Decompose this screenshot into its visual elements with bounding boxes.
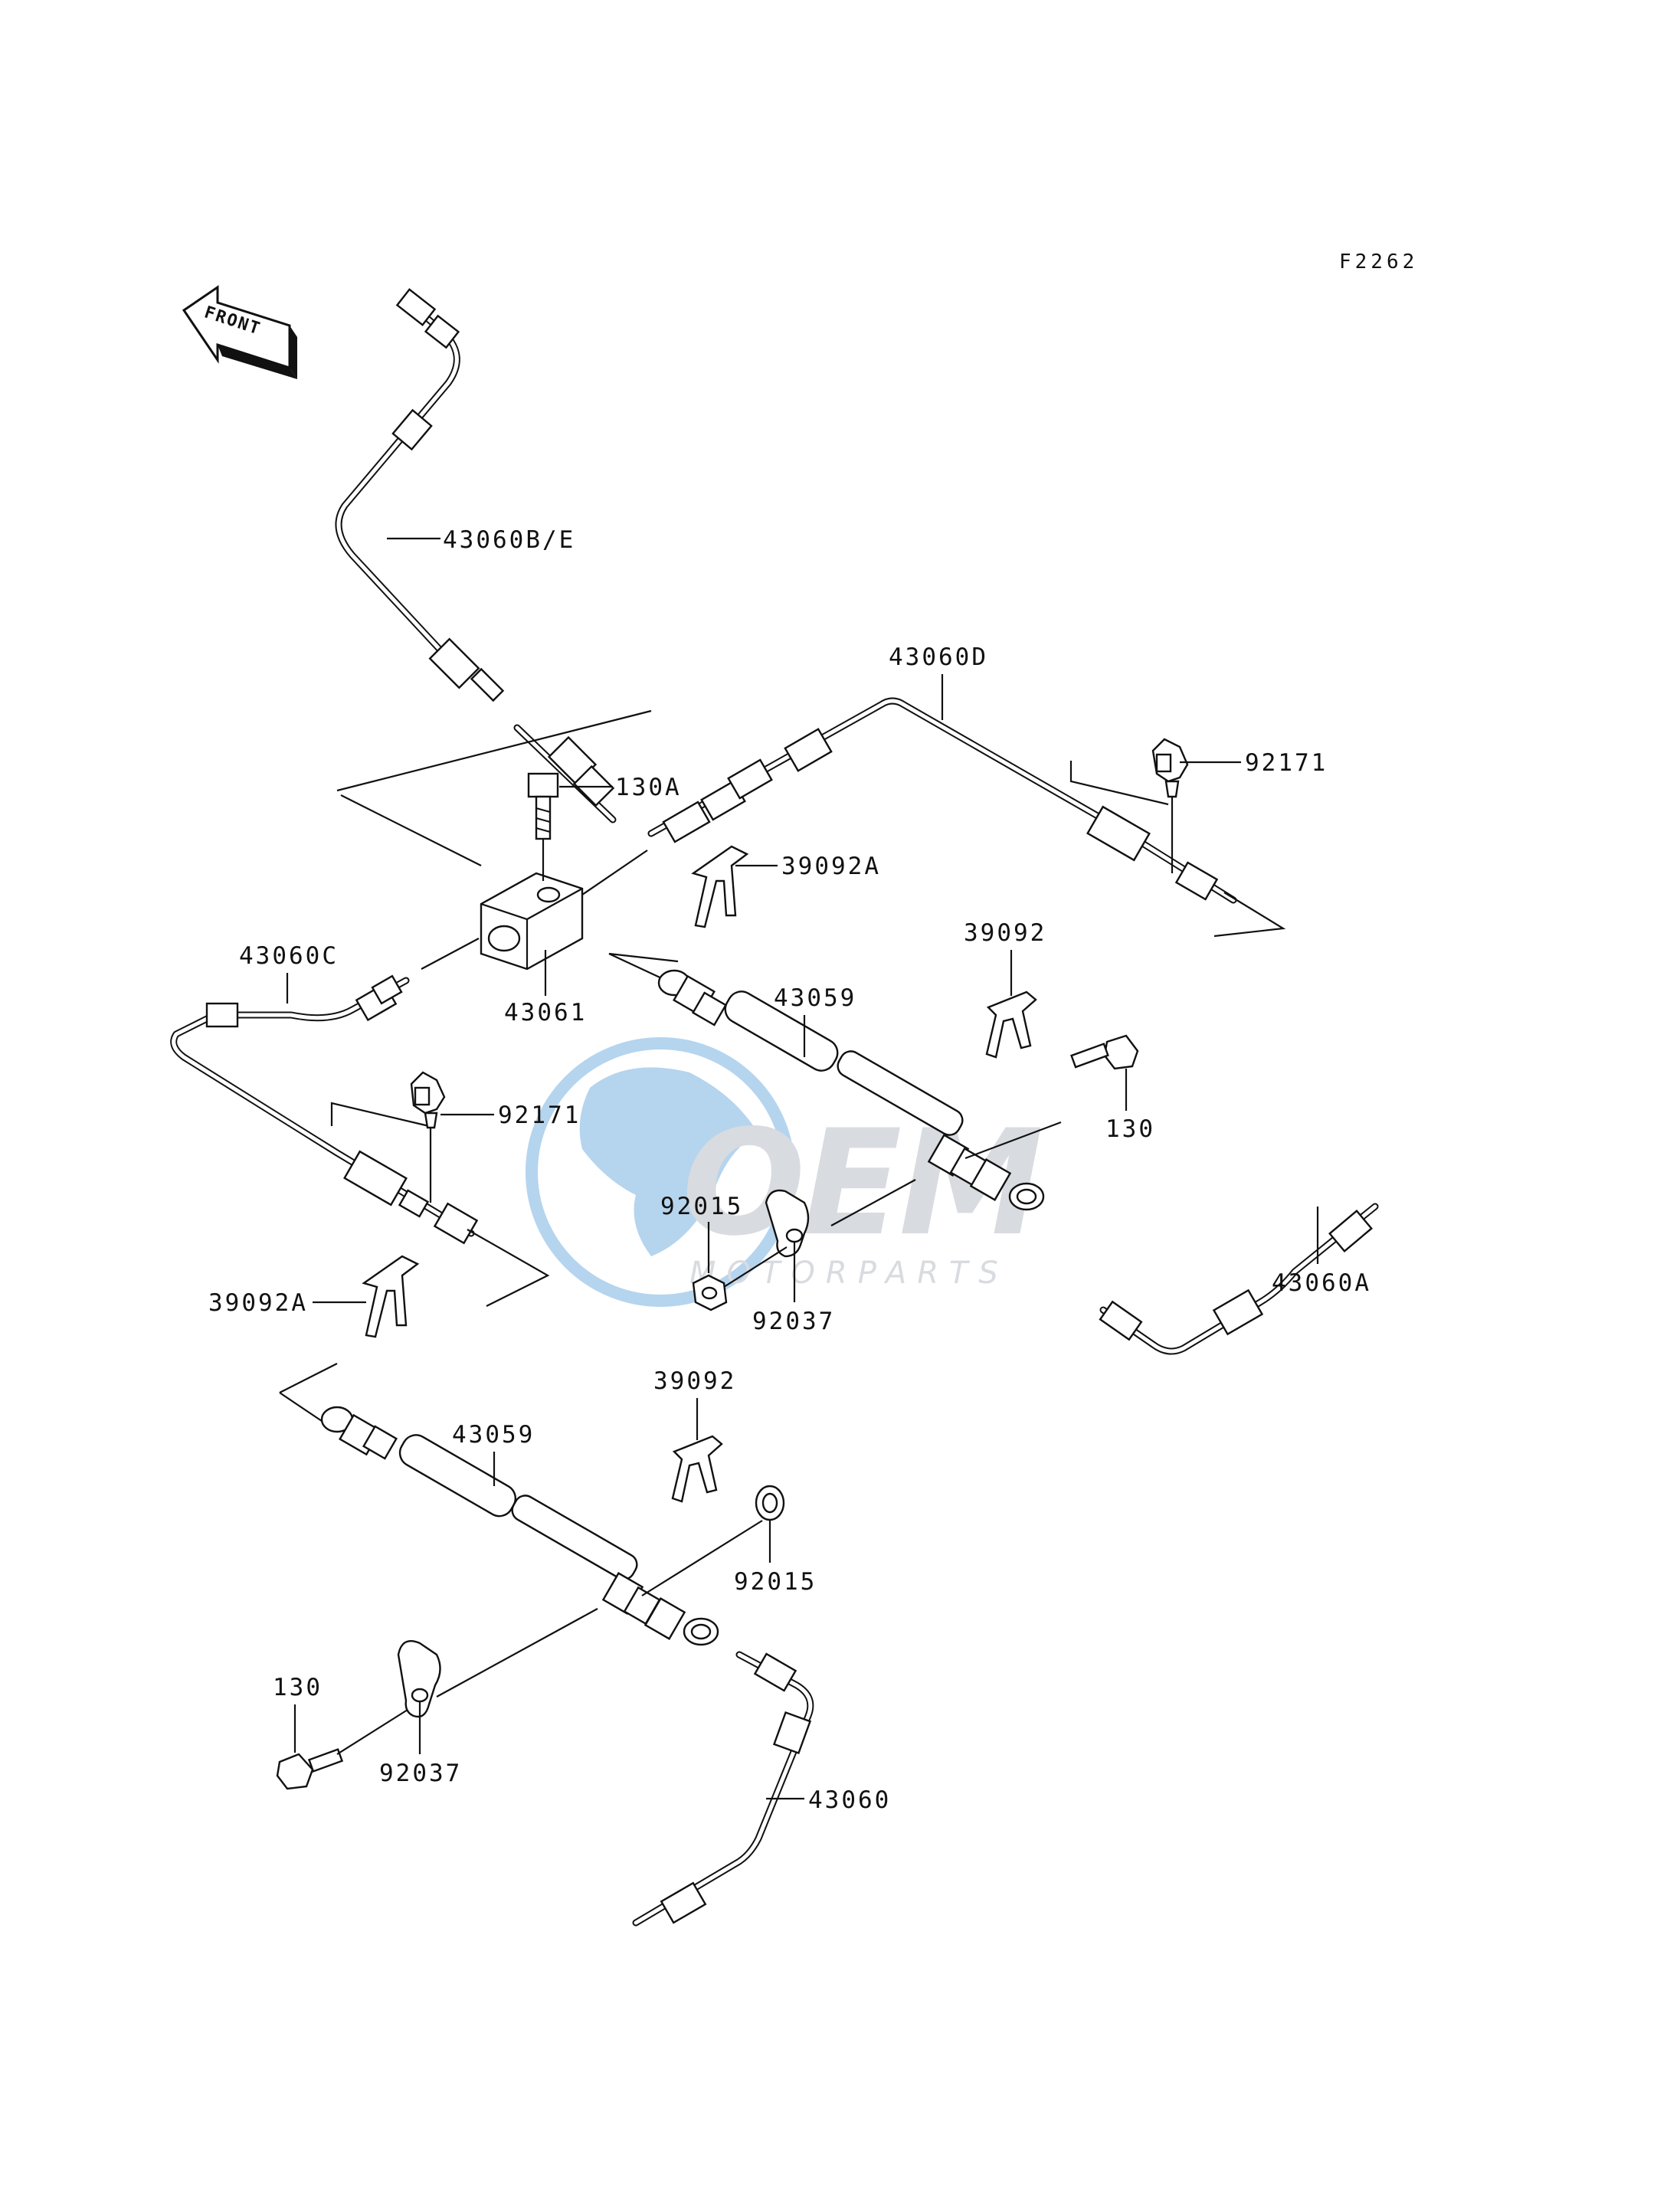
guide-line [1213,892,1286,938]
front-arrow-icon: FRONT [182,285,297,379]
brake-pipe-43060d [647,697,1237,904]
callout-39092a-lower: 39092A [208,1289,308,1317]
guide-line [436,1608,598,1698]
watermark-subtitle: MOTORPARTS [689,1256,1009,1291]
guide-line [336,1709,408,1755]
callout-43060d: 43060D [889,643,988,671]
callout-43060be: 43060B/E [443,526,575,554]
callout-43059-upper: 43059 [774,984,856,1012]
bracket-92037-upper [765,1189,810,1258]
brake-pipe-43060be [335,288,617,823]
callout-39092a-upper: 39092A [781,853,881,880]
callout-92015-lower: 92015 [734,1568,817,1596]
bolt-130a [527,772,559,840]
guide-line [330,1102,430,1128]
brake-pipe-43060 [632,1651,814,1927]
figure-code: F2262 [1339,250,1418,273]
callout-92037-lower: 92037 [379,1760,462,1787]
clip-39092a-lower [362,1255,420,1338]
nut-92015-lower [755,1485,785,1521]
callout-43061: 43061 [504,999,587,1026]
guide-line [1069,761,1169,806]
brake-pipe-43060c [170,974,479,1245]
callout-130-upper: 130 [1105,1115,1155,1143]
brake-hose-43059-lower [279,1363,719,1646]
brake-joint-43061 [480,872,584,971]
nut-92015-upper [692,1274,728,1311]
guide-line [641,1520,763,1596]
brake-hose-43059-upper [608,952,1045,1211]
clip-39092-upper-right [985,990,1037,1059]
callout-92037-upper: 92037 [752,1308,835,1335]
callout-leaders [286,537,1319,1800]
guide-line [467,1229,550,1307]
bolt-130-lower [276,1748,344,1790]
clip-39092-lower [671,1435,723,1503]
callout-43059-lower: 43059 [452,1421,535,1449]
callout-39092-lower: 39092 [653,1367,736,1395]
guide-line [581,850,648,895]
brake-pipe-43060a [1099,1203,1379,1355]
callout-92171-lower: 92171 [498,1102,581,1129]
watermark: OEM MOTORPARTS [526,1037,1044,1307]
clip-39092a-upper [691,845,749,928]
guide-line [336,709,652,792]
guide-line [830,1179,916,1226]
guide-line [421,938,480,970]
guide-line [723,1246,788,1288]
callout-92171-upper: 92171 [1245,749,1328,777]
guide-line [964,1121,1062,1160]
clip-92171-lower [410,1071,446,1203]
bolt-130-upper [1070,1034,1139,1070]
guide-line [340,794,482,866]
clip-92171-upper [1151,738,1189,873]
callout-92015-upper: 92015 [660,1193,743,1220]
callout-43060a: 43060A [1272,1269,1371,1297]
watermark-continents-icon [579,1067,758,1256]
watermark-globe-icon [526,1037,795,1307]
callout-43060c: 43060C [239,942,339,970]
bracket-92037-lower [397,1639,441,1718]
callout-39092-upper-right: 39092 [964,919,1046,947]
callout-130-lower: 130 [273,1674,323,1701]
callout-130a: 130A [615,774,682,801]
callout-43060: 43060 [808,1786,891,1814]
